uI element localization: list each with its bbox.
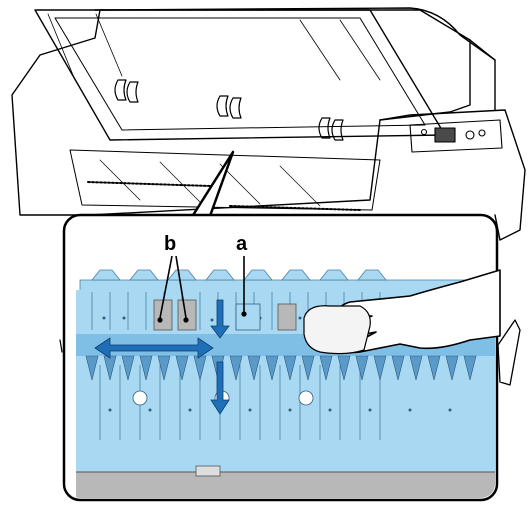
printer-left-housing — [12, 10, 470, 215]
cleaning-cloth — [304, 306, 370, 354]
callout-label-a: a — [236, 233, 248, 255]
bottom-platen — [76, 472, 496, 502]
platen-area-a — [236, 304, 260, 330]
side-lever — [498, 320, 520, 385]
roll-paper-cover — [95, 8, 495, 110]
cover-hinge-clips — [115, 80, 343, 140]
detail-inset: b a — [64, 215, 500, 502]
callout-label-b: b — [164, 233, 176, 255]
